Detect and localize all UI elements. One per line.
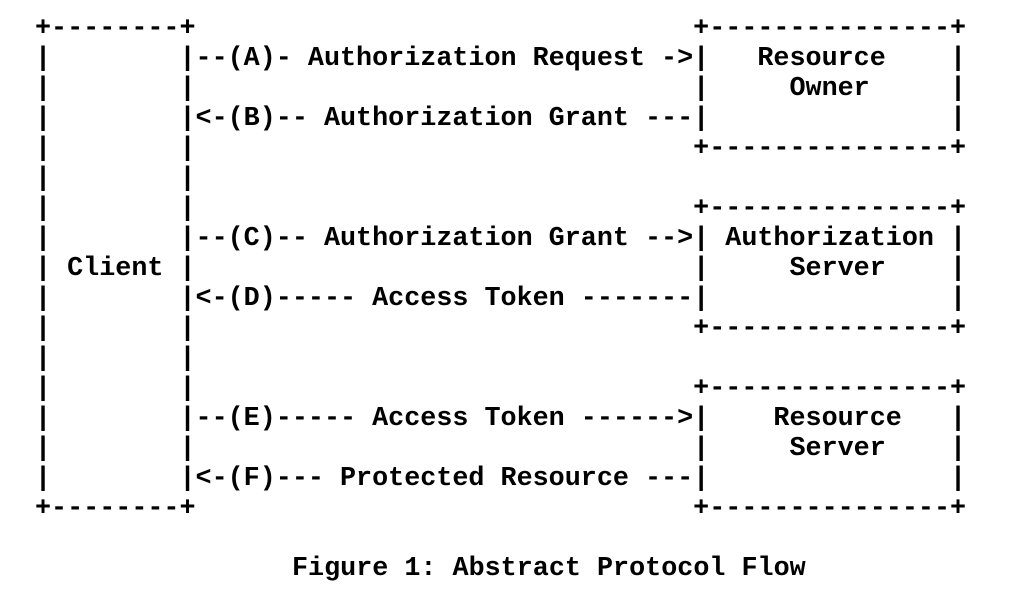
ascii-protocol-flow-diagram: +--------+ +---------------+ | |--(A)- A… [35,14,967,524]
figure-caption: Figure 1: Abstract Protocol Flow [292,554,806,584]
